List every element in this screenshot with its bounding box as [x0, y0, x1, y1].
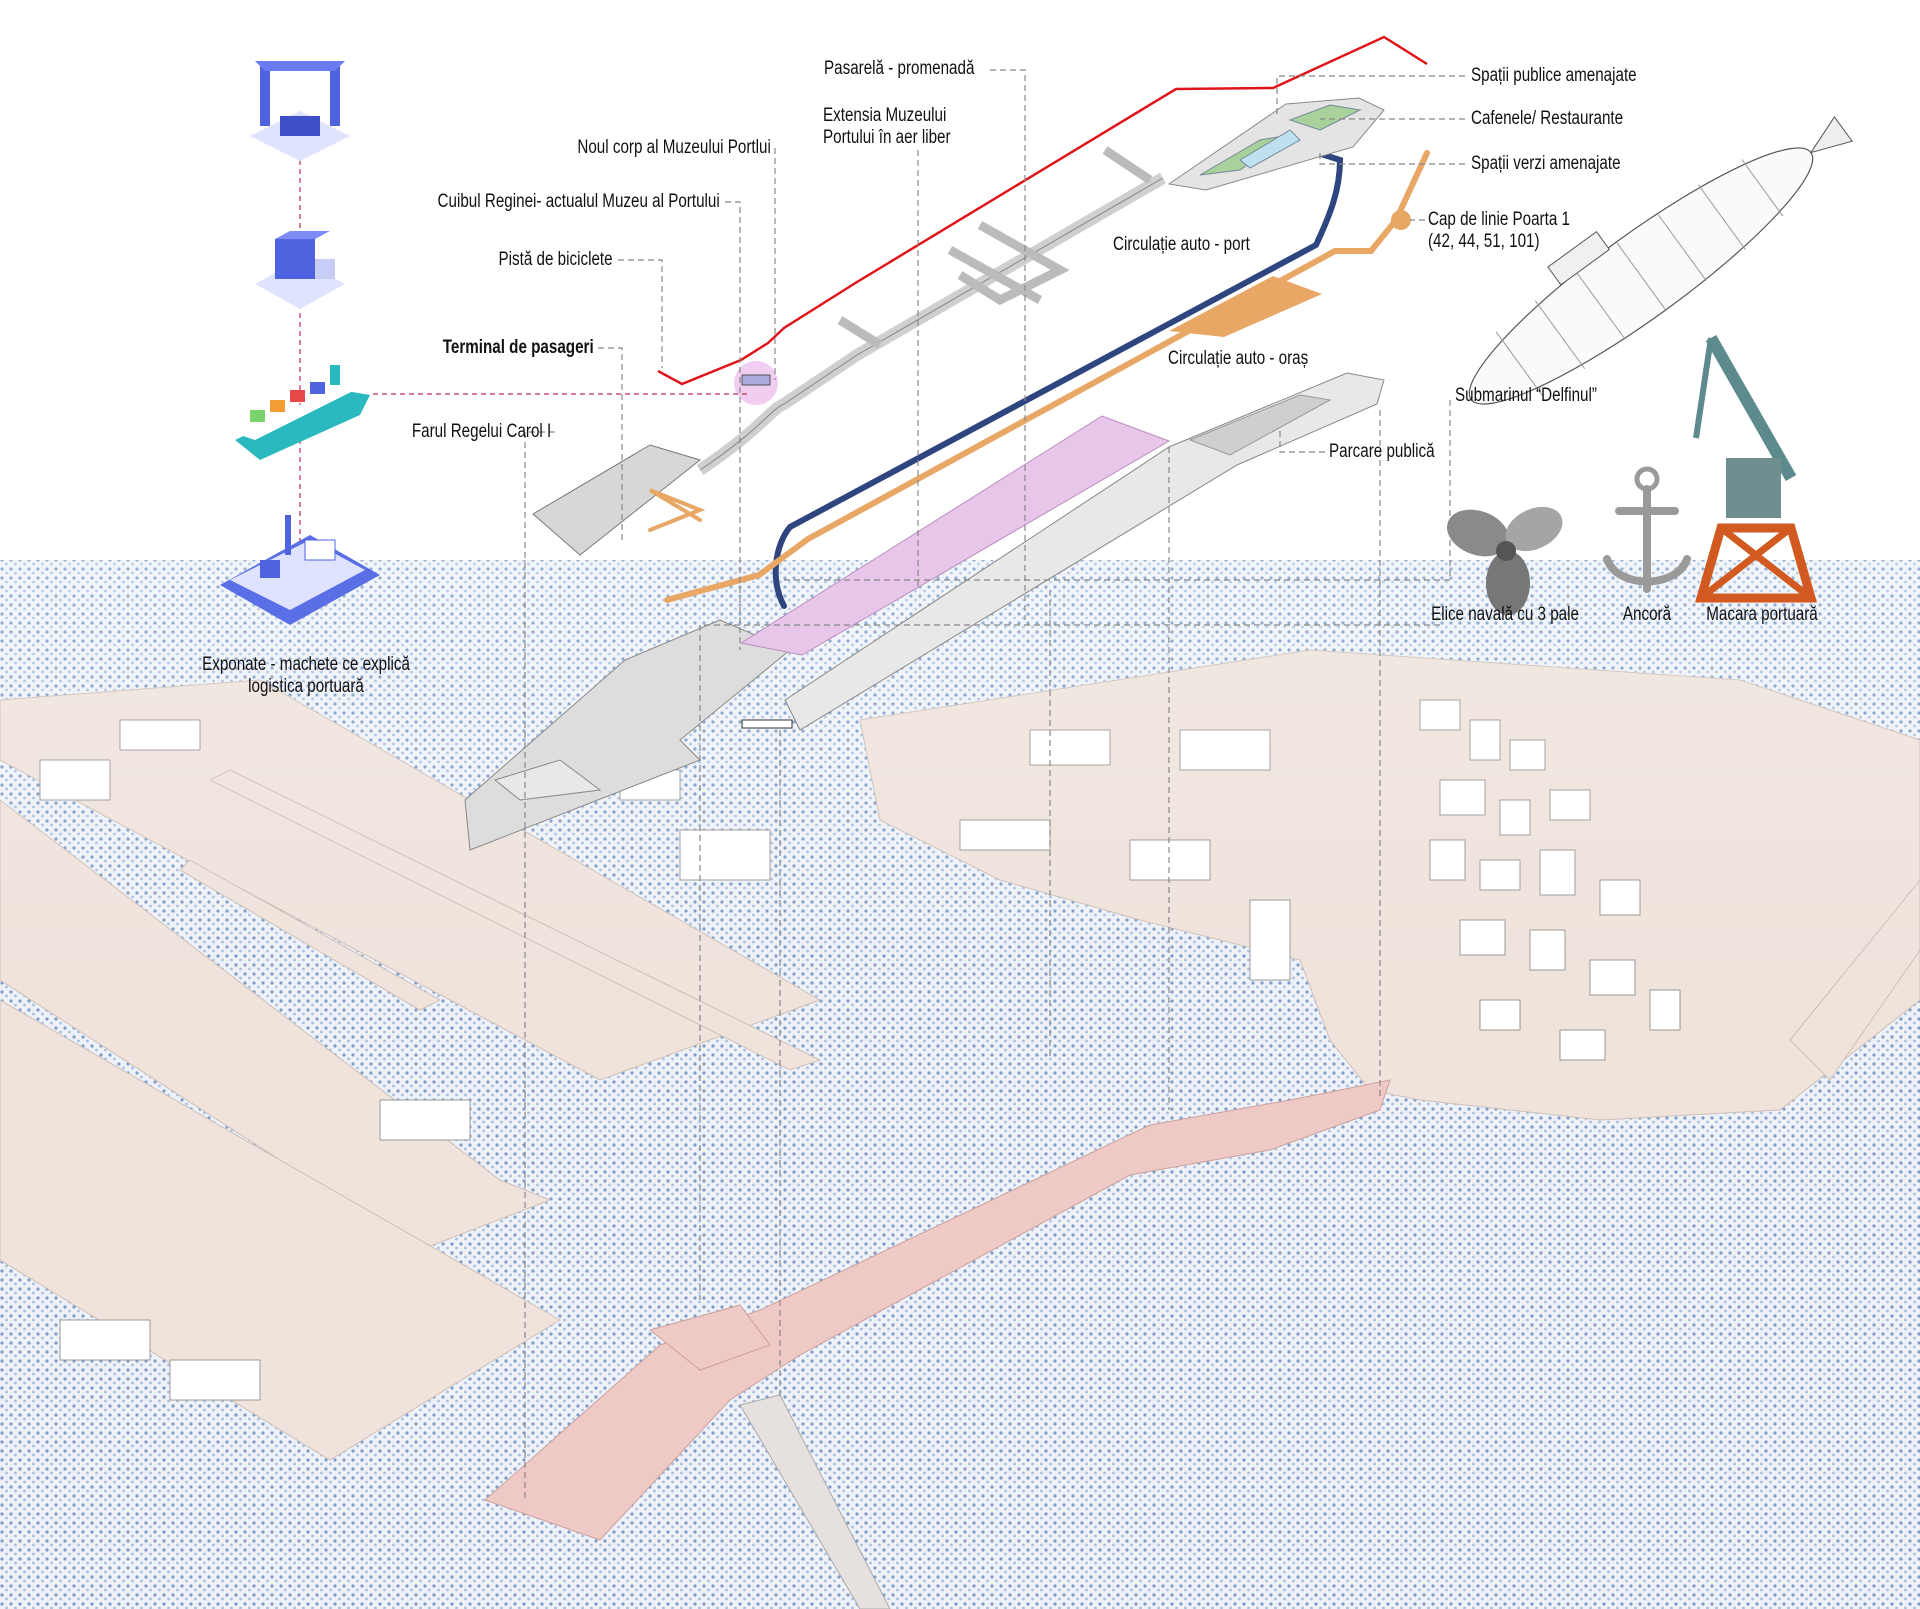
promenade-route-red: [657, 35, 1428, 386]
propeller-icon: [1447, 506, 1563, 615]
public-parking-area: [1188, 394, 1332, 456]
port-terminal-model-icon: [220, 515, 380, 625]
model-connector-lines: [299, 160, 747, 545]
label-cap-linie-line1: Cap de linie Poarta 1: [1428, 209, 1570, 230]
label-parcare: Parcare publică: [1329, 441, 1435, 462]
label-submarin: Submarinul “Delfinul”: [1455, 385, 1597, 406]
pier-ground-level: [484, 1079, 1391, 1541]
label-extensia-line1: Extensia Muzeului: [823, 105, 947, 126]
label-ancora: Ancoră: [1622, 604, 1672, 625]
fade-overlay: [0, 0, 1920, 1000]
label-auto-oras: Circulație auto - oraș: [1168, 348, 1309, 369]
label-pasarela: Pasarelă - promenadă: [824, 58, 975, 79]
port-crane-icon: [1693, 335, 1817, 603]
leader-lines: [524, 69, 1465, 1500]
container-ship-model-icon: [235, 365, 370, 460]
label-exponate-line1: Exponate - machete ce explică: [202, 654, 410, 675]
warehouse-model-icon: [255, 231, 345, 309]
label-pista: Pistă de biciclete: [498, 249, 613, 270]
label-noul-corp: Noul corp al Muzeului Portlui: [577, 137, 771, 158]
label-cuibul-reginei: Cuibul Reginei- actualul Muzeu al Portul…: [437, 191, 720, 212]
label-cafenele: Cafenele/ Restaurante: [1471, 108, 1624, 129]
cruise-ship: [493, 759, 602, 801]
port-traffic-route: [772, 150, 1344, 609]
label-macara: Macara portuară: [1706, 604, 1818, 625]
label-cap-linie-line2: (42, 44, 51, 101): [1428, 231, 1540, 252]
museum-extension-area: [739, 415, 1171, 656]
label-spatii-verzi: Spații verzi amenajate: [1471, 153, 1621, 174]
breakwater-road: [739, 1394, 891, 1609]
label-farul: Farul Regelui Carol I: [411, 421, 551, 442]
label-extensia-line2: Portului în aer liber: [823, 127, 951, 148]
container-crane-model-icon: [250, 61, 350, 161]
anchor-icon: [1603, 466, 1691, 593]
bus-terminus-marker: [1391, 210, 1411, 230]
label-terminal: Terminal de pasageri: [443, 337, 594, 358]
layer-parking-and-ground: [464, 372, 1385, 851]
label-spatii-publice: Spații publice amenajate: [1471, 65, 1637, 86]
submarine-icon: [1468, 116, 1853, 405]
label-exponate-line2: logistica portuară: [248, 676, 364, 697]
traffic-area: [1169, 276, 1322, 337]
passenger-terminal-building: [532, 444, 702, 556]
bicycle-path: [648, 488, 706, 532]
layer-traffic: [648, 150, 1430, 609]
label-elice: Elice navală cu 3 pale: [1431, 604, 1579, 625]
label-auto-port: Circulație auto - port: [1113, 234, 1250, 255]
